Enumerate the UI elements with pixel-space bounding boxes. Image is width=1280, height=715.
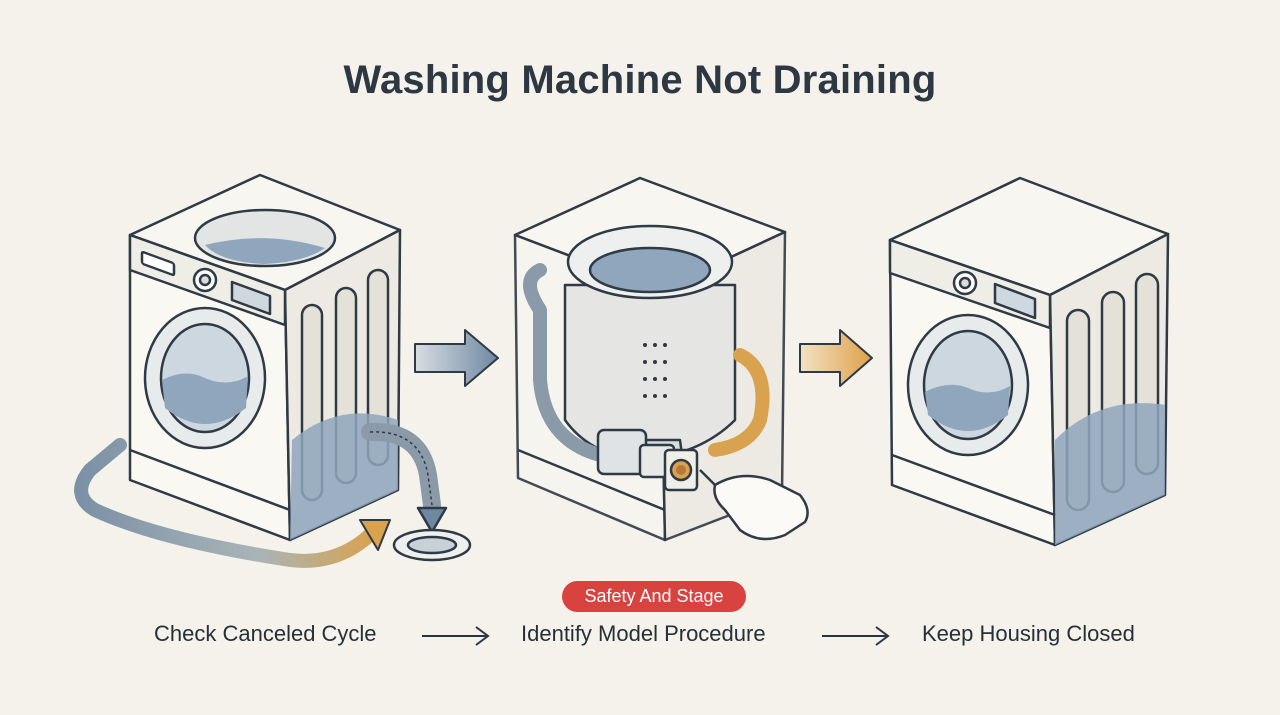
step-arrow-icon [422,626,490,646]
hose-arrow-head [359,519,391,551]
flow-arrow-blue [414,329,499,387]
step-arrow-icon [822,626,890,646]
step-identify-model: Identify Model Procedure [521,621,766,646]
page-title: Washing Machine Not Draining [343,58,937,102]
machine-closed [888,176,1170,547]
step-keep-closed: Keep Housing Closed [922,621,1135,646]
safety-badge: Safety And Stage [562,581,746,612]
step-check-cycle: Check Canceled Cycle [154,621,377,646]
machine-full [74,173,472,568]
hand-icon [713,474,809,541]
flow-arrow-orange [799,329,873,387]
drain-hose-loop [74,438,382,568]
machine-cutaway [513,176,809,542]
down-arrow [416,506,448,534]
